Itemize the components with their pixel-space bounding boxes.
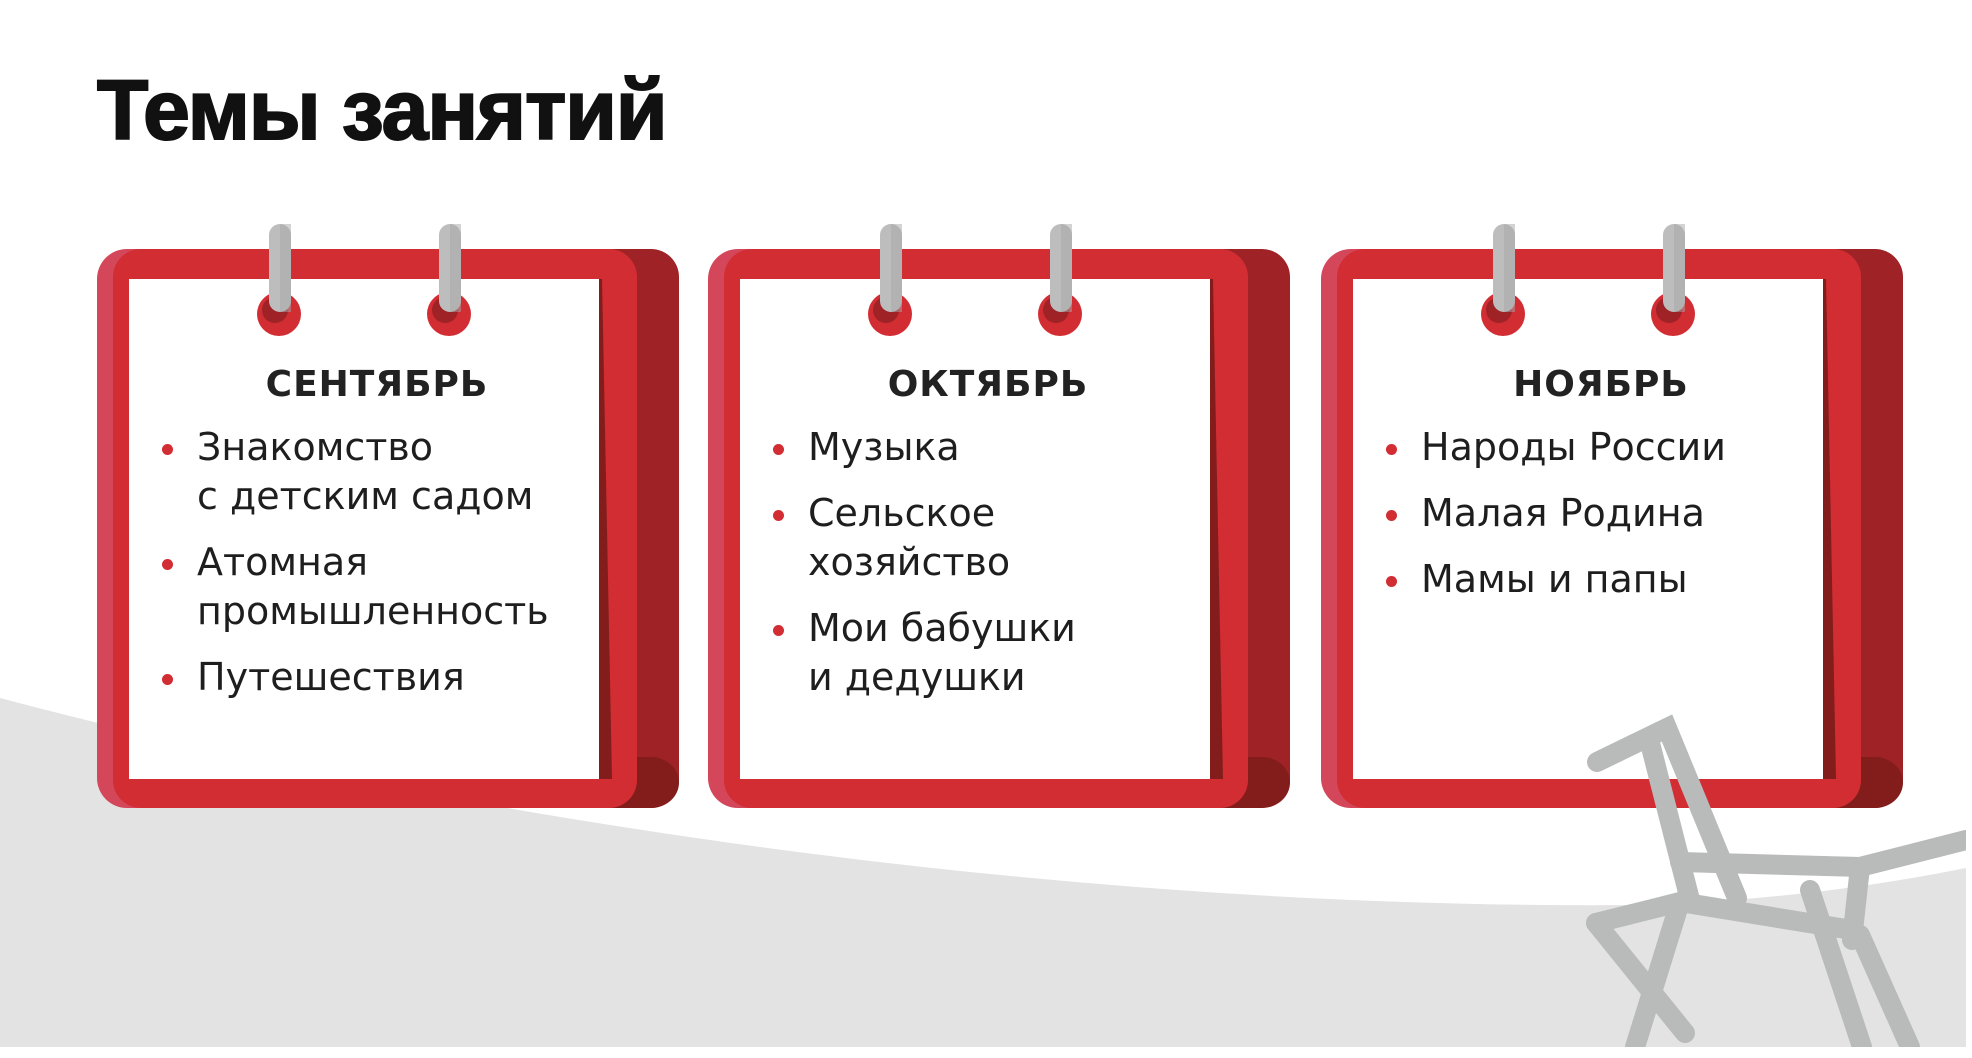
topic-label: Мамы и папы	[1421, 557, 1688, 601]
topic-item: Мои бабушки и дедушки	[768, 604, 1208, 702]
ring-icon	[868, 224, 1082, 336]
month-heading: СЕНТЯБРЬ	[265, 364, 489, 405]
topic-label: Народы России	[1421, 425, 1726, 469]
bullet-icon	[773, 444, 784, 455]
topic-label: Малая Родина	[1421, 491, 1705, 535]
bullet-icon	[1386, 576, 1397, 587]
topic-item: Народы России	[1381, 423, 1821, 472]
topic-item: Малая Родина	[1381, 489, 1821, 538]
month-heading: ОКТЯБРЬ	[887, 364, 1089, 405]
page-title: Темы занятий	[96, 62, 668, 158]
topic-item: Знакомство с детским садом	[157, 423, 597, 521]
bullet-icon	[773, 625, 784, 636]
bullet-icon	[162, 674, 173, 685]
topic-label: Музыка	[808, 425, 960, 469]
topic-label: Путешествия	[197, 655, 465, 699]
topic-item: Мамы и папы	[1381, 555, 1821, 604]
bullet-icon	[773, 510, 784, 521]
bullet-icon	[162, 444, 173, 455]
topic-label: Мои бабушки и дедушки	[808, 606, 1076, 699]
topic-label: Сельское хозяйство	[808, 491, 1011, 584]
topic-label: Знакомство с детским садом	[197, 425, 534, 518]
month-heading: НОЯБРЬ	[1513, 364, 1689, 405]
topic-label: Атомная промышленность	[197, 540, 549, 633]
ring-icon	[1481, 224, 1695, 336]
calendar-frame-icon	[708, 224, 1290, 808]
bullet-icon	[1386, 444, 1397, 455]
topic-item: Путешествия	[157, 653, 597, 702]
topic-item: Сельское хозяйство	[768, 489, 1208, 587]
calendar-frame-icon	[1321, 224, 1903, 808]
topic-item: Атомная промышленность	[157, 538, 597, 636]
bullet-icon	[162, 559, 173, 570]
bullet-icon	[1386, 510, 1397, 521]
calendar-frame-icon	[97, 224, 679, 808]
ring-icon	[257, 224, 471, 336]
topic-item: Музыка	[768, 423, 1208, 472]
